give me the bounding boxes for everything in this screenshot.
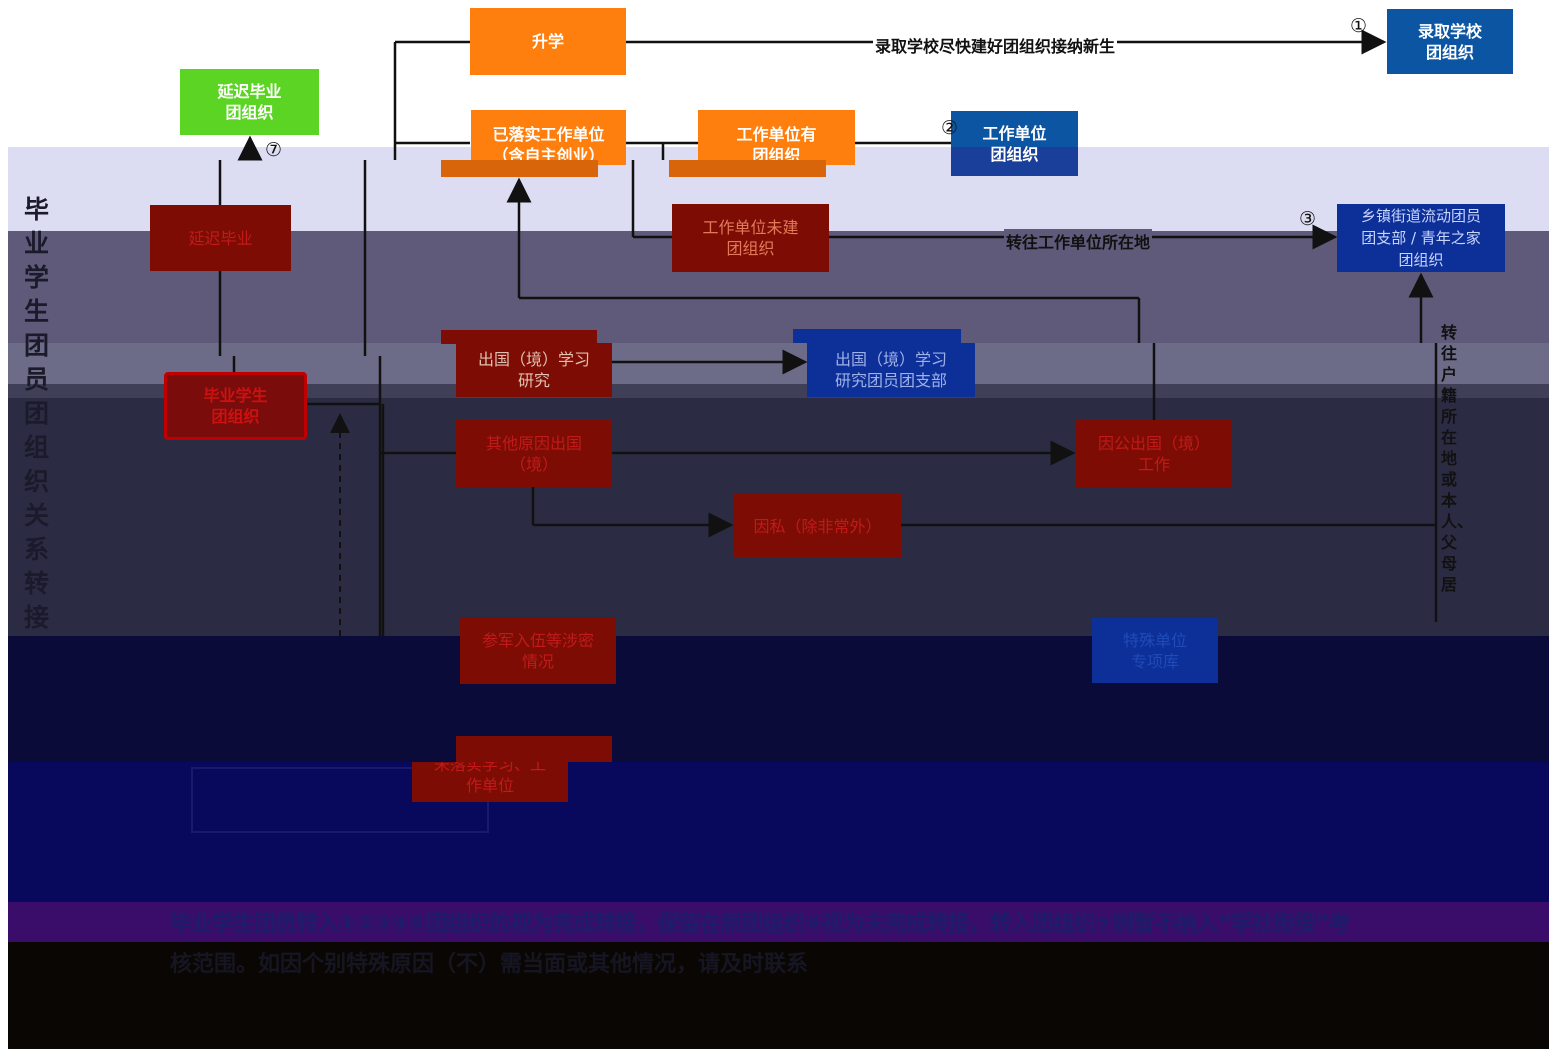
box-danwei-you: 工作单位有 团组织 xyxy=(698,110,855,165)
box-chuguo-xuexi: 出国（境）学习 研究 xyxy=(456,343,612,397)
band-9 xyxy=(8,942,1549,1049)
number-7: ⑦ xyxy=(265,139,283,161)
label-zhuanwang: 转往工作单位所在地 xyxy=(1004,229,1153,253)
diagram-title-vertical: 毕业学生团员团组织关系转接 xyxy=(24,195,50,632)
band-6 xyxy=(8,636,1549,762)
box-canjun: 参军入伍等涉密 情况 xyxy=(460,617,616,684)
box-xiangzhen: 乡镇街道流动团员 团支部 / 青年之家 团组织 xyxy=(1337,204,1505,272)
band-8 xyxy=(8,902,1549,942)
box-yanchi-biye: 延迟毕业 xyxy=(150,205,291,271)
box-chuguo-xuexi-top xyxy=(441,330,597,344)
footer-line-2: 核范围。如因个别特殊原因（不）需当面或其他情况，请及时联系 xyxy=(170,952,809,977)
box-shengxue: 升学 xyxy=(470,8,626,75)
box-weiluoshi-top xyxy=(456,736,612,762)
box-weiluoshi: 未落实学习、工 作单位 xyxy=(412,762,568,802)
number-2: ② xyxy=(941,117,959,139)
box-chuguo-zhibu: 出国（境）学习 研究团员团支部 xyxy=(807,343,975,397)
number-1: ① xyxy=(1350,15,1368,37)
box-chuguo-zhibu-top xyxy=(793,329,961,343)
band-4 xyxy=(8,384,1549,398)
box-luqu-tuanzuzhi: 录取学校 团组织 xyxy=(1387,9,1513,74)
box-teshu: 特殊单位 专项库 xyxy=(1092,618,1218,683)
box-danwei-tuanzuzhi: 工作单位 团组织 xyxy=(951,111,1078,176)
box-yiluoshi: 已落实工作单位 （含自主创业） xyxy=(471,110,626,165)
box-biye-tuanzuzhi: 毕业学生 团组织 xyxy=(164,372,307,440)
number-3: ③ xyxy=(1299,208,1317,230)
box-qita-chuguo: 其他原因出国 （境） xyxy=(456,420,612,487)
box-yiluoshi-shadow xyxy=(441,160,598,177)
label-huji-vertical: 转往户籍所在地或本人、父母居 xyxy=(1441,323,1474,594)
footer-line-1: 毕业学生团员转入①②③④⑤团组织的视为完成转接，保留在原团组织⑥视为未完成转接，… xyxy=(170,912,1350,937)
box-danwei-weijian: 工作单位未建 团组织 xyxy=(672,204,829,272)
box-yanchi-tuanzuzhi: 延迟毕业 团组织 xyxy=(180,69,319,135)
box-yingong-chuguo: 因公出国（境） 工作 xyxy=(1076,420,1232,487)
box-danwei-you-shadow xyxy=(669,160,826,177)
label-luqu-edge: 录取学校尽快建好团组织接纳新生 xyxy=(873,33,1118,57)
box-guoji: 因私（除非常外） xyxy=(734,494,901,558)
